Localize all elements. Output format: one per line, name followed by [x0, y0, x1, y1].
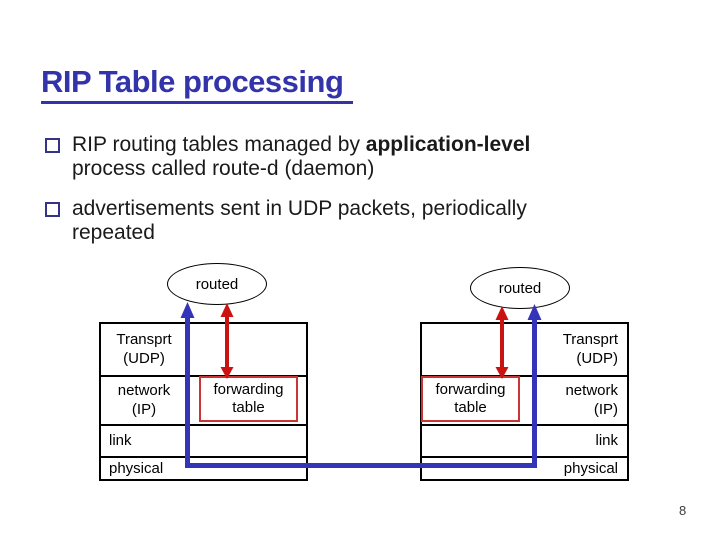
- link-layer-label: link: [595, 432, 618, 449]
- routed-daemon-oval-right: routed: [470, 267, 570, 309]
- network-label-line2: (IP): [131, 401, 157, 418]
- forwarding-table-box-left: forwarding table: [199, 376, 298, 422]
- transport-label-line2: (UDP): [123, 350, 165, 367]
- forwarding-label-line1: forwarding: [213, 381, 284, 398]
- bullet-square-icon: [45, 138, 60, 153]
- link-layer-row: link: [422, 426, 627, 458]
- network-label-line1: network: [117, 382, 171, 399]
- link-layer-label: link: [109, 432, 132, 449]
- slide-title: RIP Table processing: [41, 64, 354, 104]
- transport-layer-label: Transprt (UDP): [422, 324, 627, 368]
- transport-layer-label: Transprt (UDP): [101, 324, 187, 368]
- bullet-item-1: RIP routing tables managed by applicatio…: [45, 133, 605, 181]
- bullet-text-2: advertisements sent in UDP packets, peri…: [72, 197, 605, 245]
- transport-label-line2: (UDP): [576, 350, 618, 367]
- physical-layer-label: physical: [563, 460, 618, 477]
- forwarding-label-line2: table: [454, 399, 487, 416]
- routed-label-right: routed: [498, 279, 542, 297]
- bullet-item-2: advertisements sent in UDP packets, peri…: [45, 197, 605, 245]
- red-arrowhead-up-left-icon: [220, 303, 234, 317]
- forwarding-table-box-right: forwarding table: [421, 376, 520, 422]
- network-label-line1: network: [565, 382, 618, 399]
- bullet-2-text-regular: advertisements sent in UDP packets, peri…: [72, 197, 527, 244]
- routed-daemon-oval-left: routed: [167, 263, 267, 305]
- network-layer-label: network (IP): [422, 377, 627, 419]
- transport-label-line1: Transprt: [562, 331, 618, 348]
- network-layer-label: network (IP): [101, 377, 187, 419]
- bullet-1-text-regular: RIP routing tables managed by: [72, 133, 366, 156]
- link-layer-row: link: [101, 426, 306, 458]
- blue-arrowhead-left-icon: [180, 302, 195, 318]
- bullet-square-icon: [45, 202, 60, 217]
- network-label-line2: (IP): [593, 401, 618, 418]
- transport-layer-row: Transprt (UDP): [101, 324, 306, 377]
- transport-label-line1: Transprt: [116, 331, 172, 348]
- physical-layer-label: physical: [109, 460, 164, 477]
- transport-layer-row: Transprt (UDP): [422, 324, 627, 377]
- physical-layer-row: physical: [101, 458, 306, 479]
- forwarding-label-line1: forwarding: [435, 381, 506, 398]
- page-number: 8: [679, 503, 687, 518]
- forwarding-label-line2: table: [232, 399, 265, 416]
- bullet-text-1: RIP routing tables managed by applicatio…: [72, 133, 605, 181]
- bullet-1-text-rest: process called route-d (daemon): [72, 157, 375, 180]
- routed-label-left: routed: [195, 275, 239, 293]
- physical-layer-row: physical: [422, 458, 627, 479]
- bullet-1-text-bold: application-level: [365, 133, 531, 156]
